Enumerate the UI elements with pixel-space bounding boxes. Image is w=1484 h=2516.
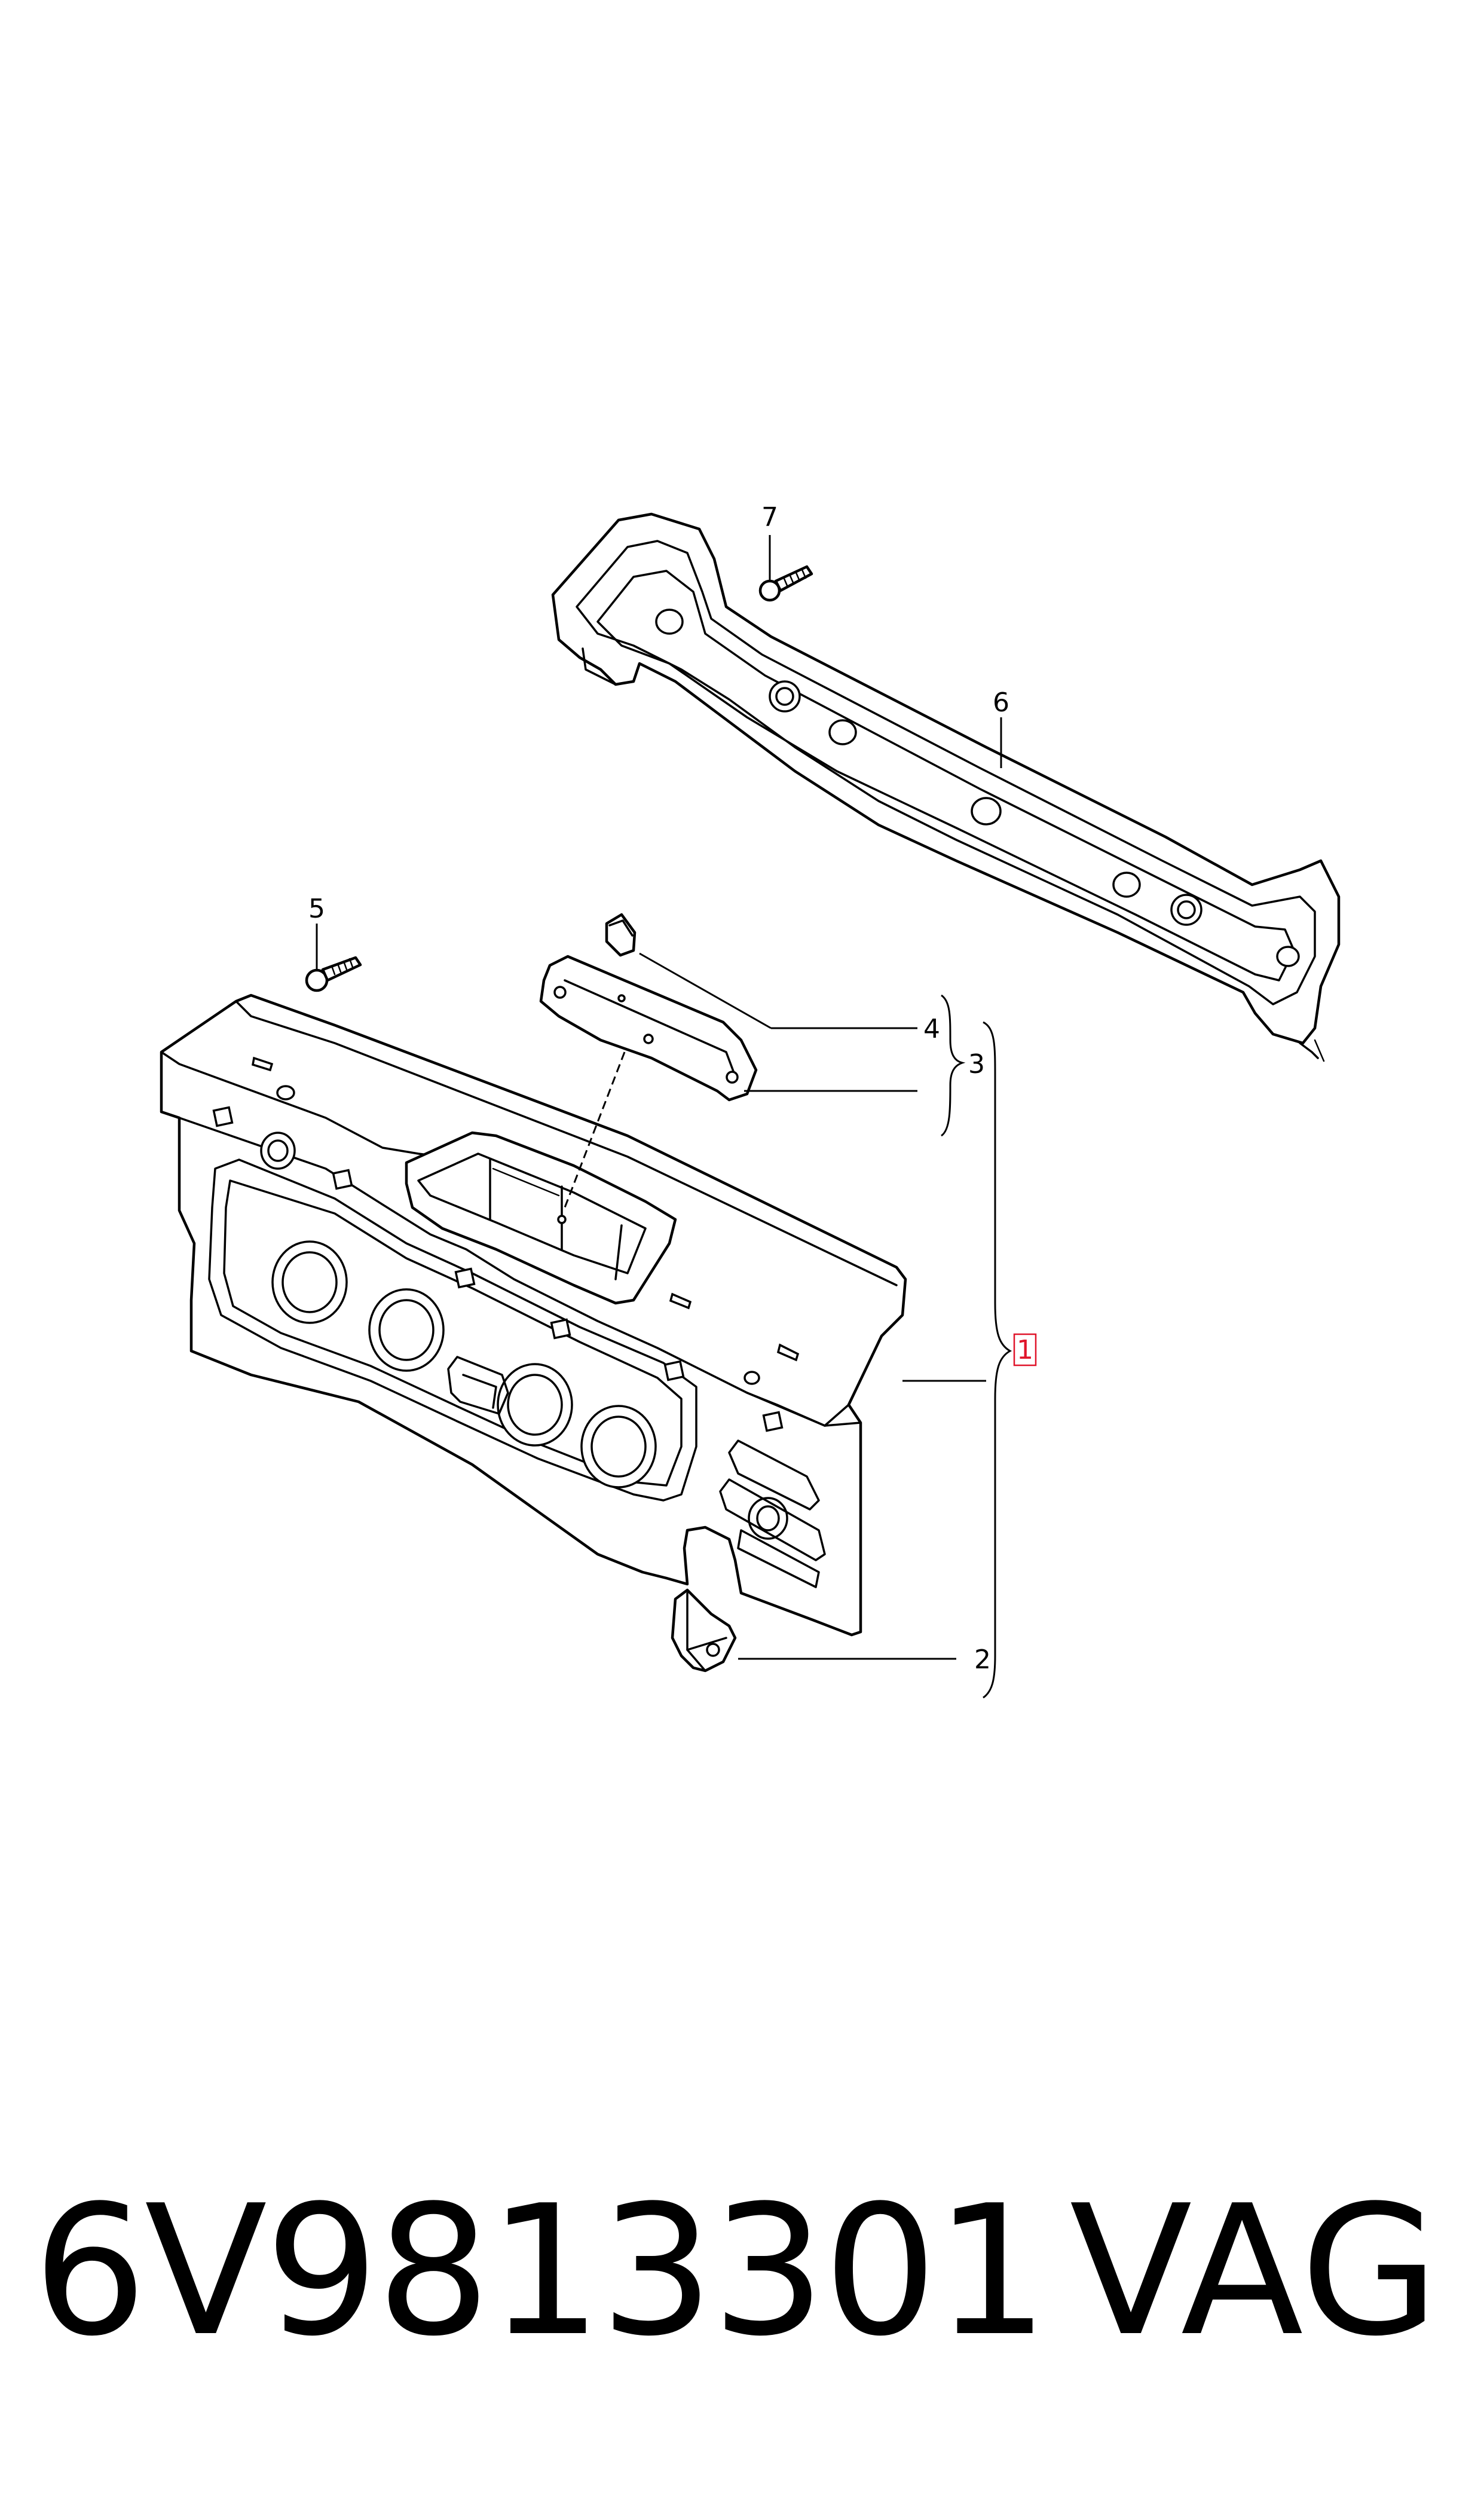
callout-4: 4	[923, 1014, 940, 1044]
leader-lines	[316, 535, 1002, 1660]
callout-5: 5	[308, 894, 325, 924]
part-number: 6V9813301	[33, 2167, 1049, 2376]
callout-1-highlight-box	[1013, 1333, 1037, 1366]
callout-7: 7	[761, 502, 778, 533]
round-hole-group	[260, 1085, 788, 1540]
rear-panel-1	[160, 993, 907, 1637]
callout-2: 2	[974, 1644, 991, 1675]
callout-6: 6	[993, 687, 1009, 718]
callout-1: 1	[1017, 1335, 1033, 1365]
bracket-2	[671, 1588, 737, 1673]
brace-3	[941, 994, 966, 1137]
assembly-line	[564, 1051, 626, 1208]
screw-5-icon	[305, 956, 362, 992]
callout-3: 3	[968, 1049, 985, 1080]
reinforcement-plate-3	[539, 955, 758, 1102]
brand-label: VAG	[1069, 2167, 1439, 2376]
screw-7-icon	[758, 565, 813, 602]
brace-1	[983, 1021, 1012, 1699]
upper-cross-member	[551, 512, 1341, 1062]
cage-nut-4-icon	[605, 913, 637, 957]
footer: 6V9813301 VAG	[0, 2152, 1484, 2391]
